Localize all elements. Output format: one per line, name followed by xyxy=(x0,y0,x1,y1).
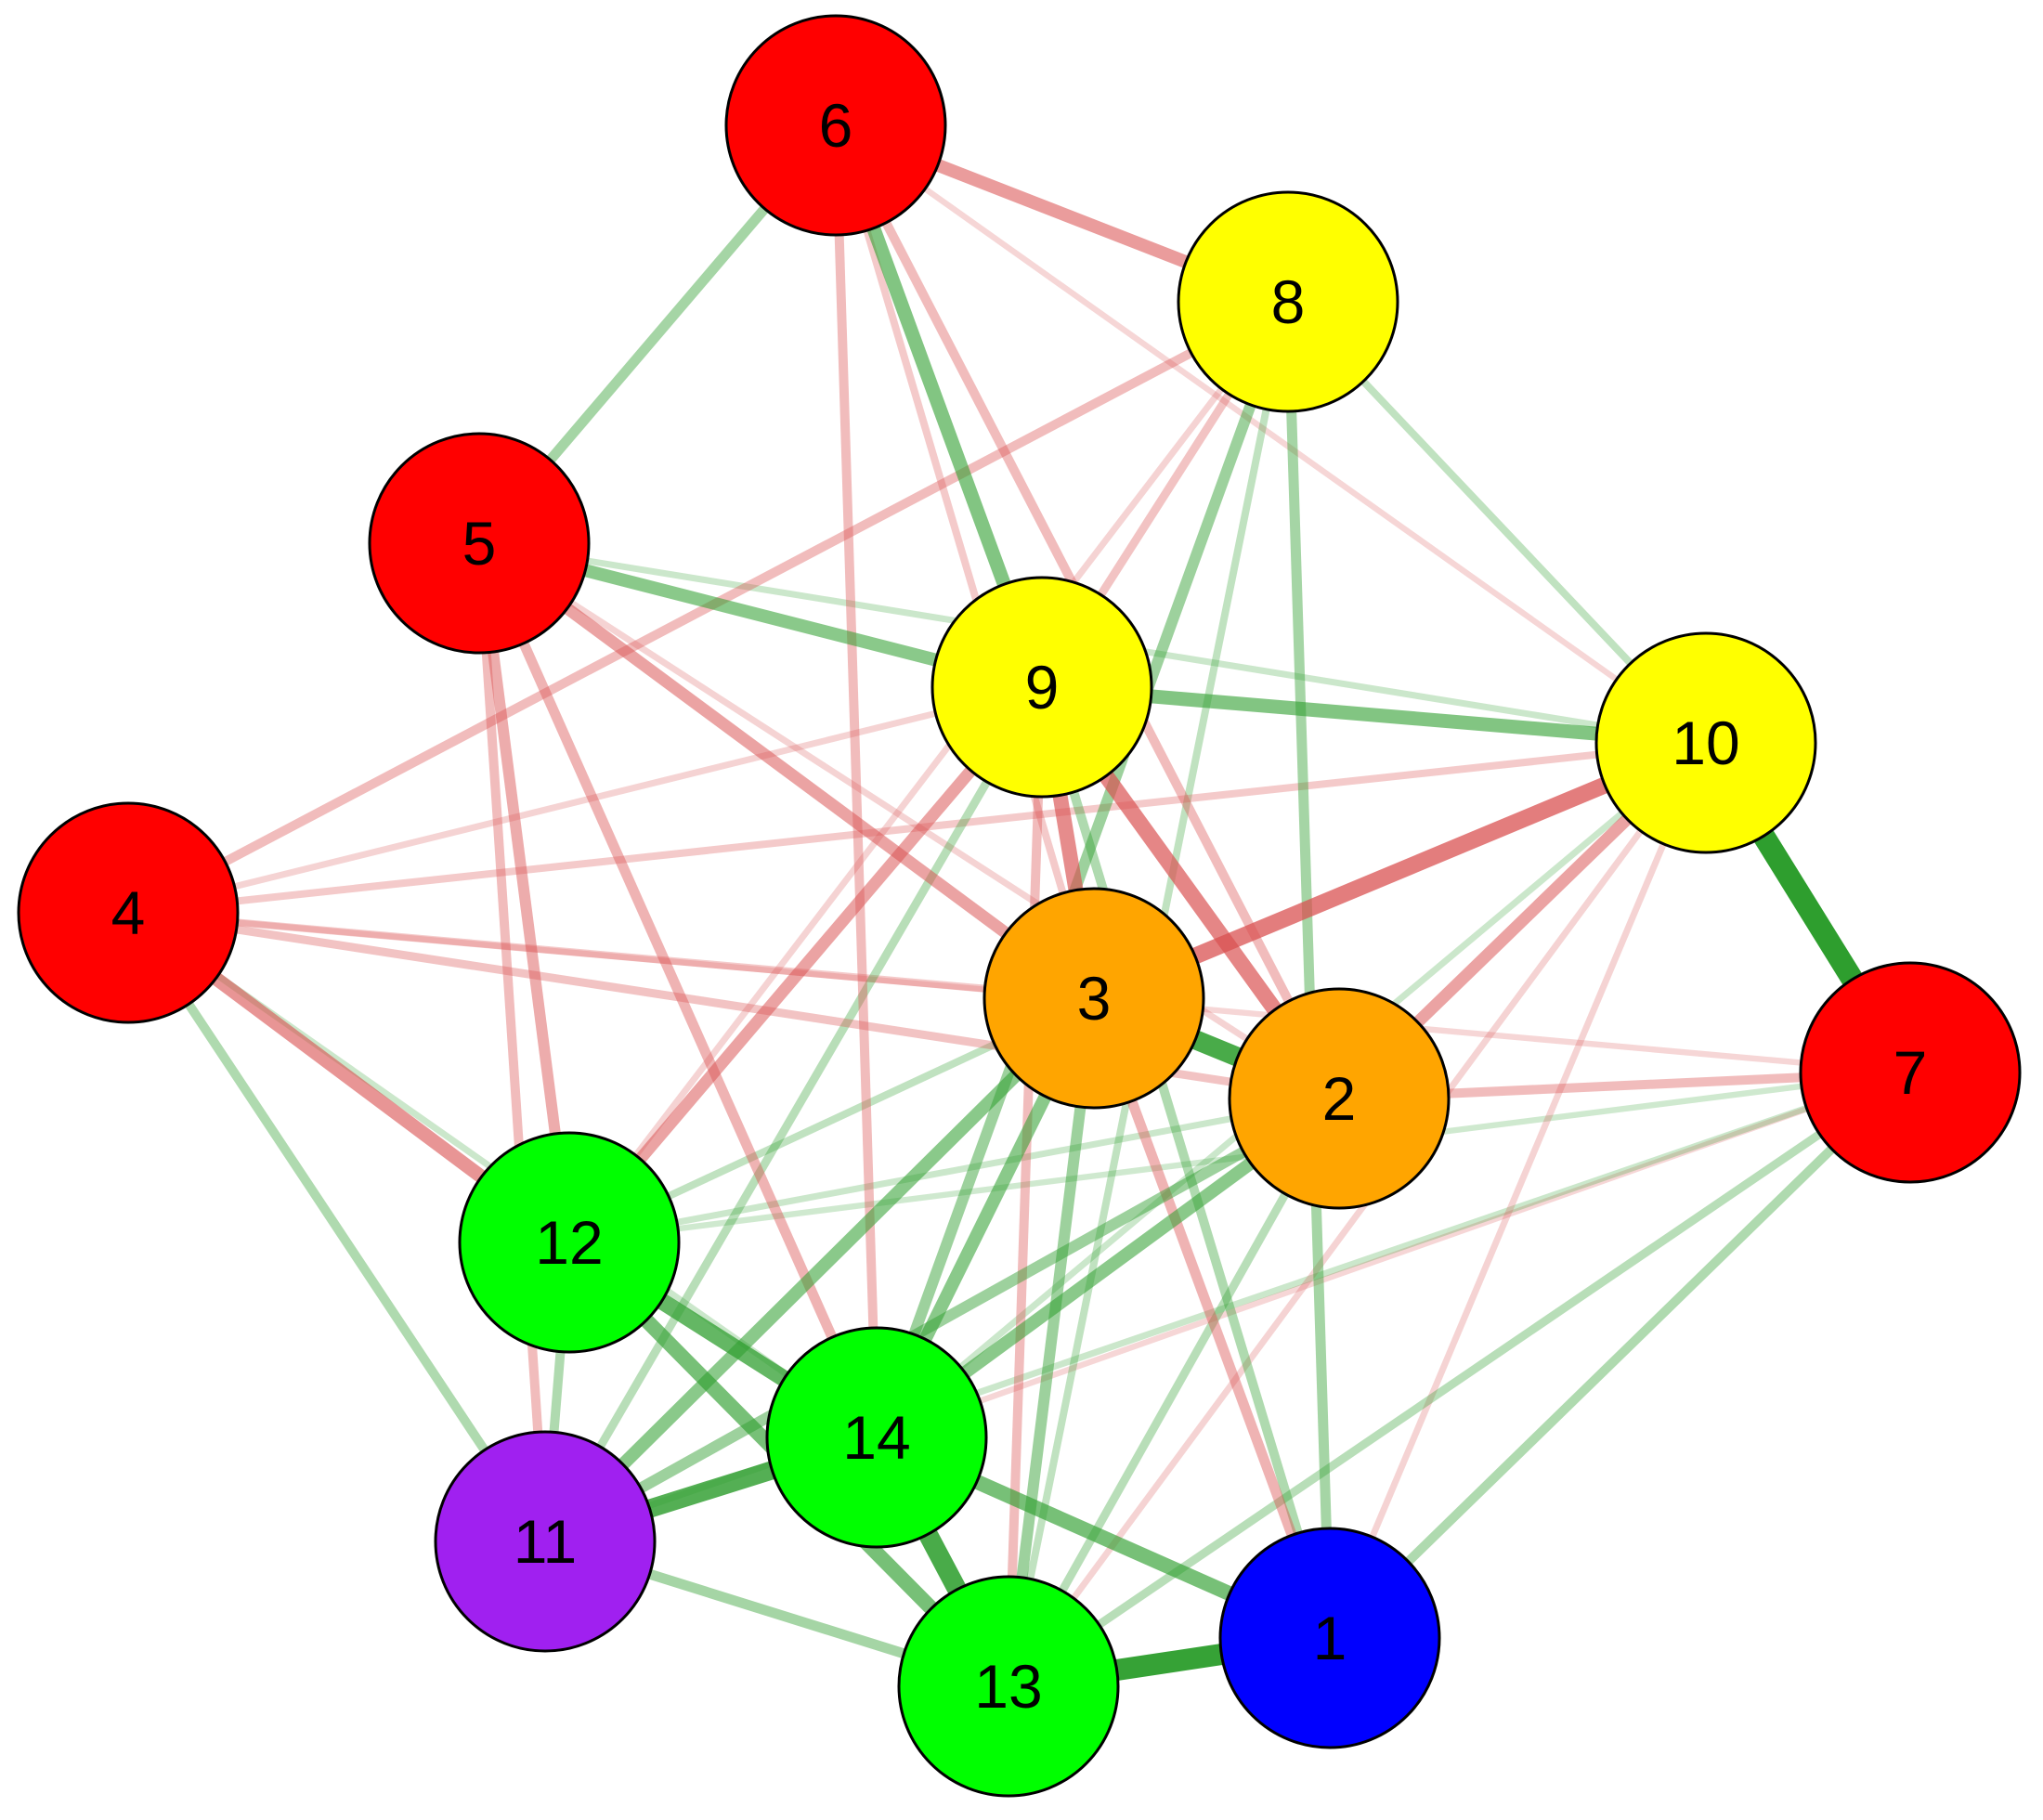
edge-7-1 xyxy=(1326,1069,1914,1642)
edge-9-12 xyxy=(565,682,1047,1247)
edge-5-14 xyxy=(474,540,882,1440)
edge-5-11 xyxy=(475,542,550,1542)
node-5: 5 xyxy=(368,432,591,655)
edge-7-12 xyxy=(568,1069,1911,1246)
node-label-10: 10 xyxy=(1672,708,1739,777)
node-circle-2 xyxy=(1228,987,1451,1210)
edge-9-11 xyxy=(541,684,1046,1544)
node-label-1: 1 xyxy=(1313,1604,1347,1672)
node-label-3: 3 xyxy=(1077,964,1112,1033)
node-10: 10 xyxy=(1594,631,1817,854)
node-label-8: 8 xyxy=(1271,267,1306,336)
edge-7-13 xyxy=(1006,1069,1913,1690)
node-2: 2 xyxy=(1228,987,1451,1210)
node-circle-6 xyxy=(724,14,947,237)
edge-6-3 xyxy=(832,124,1098,1000)
edge-9-10 xyxy=(1041,680,1707,750)
edge-11-2 xyxy=(542,1093,1342,1547)
node-9: 9 xyxy=(930,576,1153,799)
node-circle-10 xyxy=(1594,631,1817,854)
node-4: 4 xyxy=(17,801,240,1024)
node-circle-11 xyxy=(434,1430,657,1653)
edge-4-9 xyxy=(127,683,1043,916)
node-label-2: 2 xyxy=(1322,1064,1357,1133)
edge-4-3 xyxy=(127,909,1095,1002)
node-label-5: 5 xyxy=(462,509,497,578)
edge-6-10 xyxy=(834,123,1708,746)
edge-8-12 xyxy=(566,299,1291,1245)
node-circle-13 xyxy=(897,1575,1120,1798)
node-label-9: 9 xyxy=(1025,653,1060,722)
edge-5-3 xyxy=(475,538,1098,1004)
edge-11-3 xyxy=(540,994,1099,1546)
node-14: 14 xyxy=(765,1326,988,1549)
node-circle-12 xyxy=(458,1131,681,1354)
node-label-6: 6 xyxy=(819,91,853,160)
edge-2-13 xyxy=(1005,1096,1343,1689)
edge-3-1 xyxy=(1088,996,1335,1640)
node-label-11: 11 xyxy=(514,1507,578,1576)
node-label-13: 13 xyxy=(974,1652,1042,1721)
node-3: 3 xyxy=(982,887,1205,1110)
node-label-14: 14 xyxy=(842,1403,910,1472)
node-circle-1 xyxy=(1218,1527,1441,1749)
edge-8-1 xyxy=(1282,301,1335,1639)
edge-10-13 xyxy=(1006,740,1709,1689)
node-7: 7 xyxy=(1799,961,2022,1184)
edge-9-1 xyxy=(1037,685,1334,1640)
edge-8-14 xyxy=(871,299,1294,1440)
node-12: 12 xyxy=(458,1131,681,1354)
node-label-7: 7 xyxy=(1893,1038,1928,1107)
edges-layer xyxy=(124,119,1920,1697)
node-13: 13 xyxy=(897,1575,1120,1798)
node-circle-3 xyxy=(982,887,1205,1110)
node-circle-4 xyxy=(17,801,240,1024)
edge-7-14 xyxy=(875,1069,1912,1441)
edge-12-2 xyxy=(568,1095,1340,1246)
node-6: 6 xyxy=(724,14,947,237)
node-circle-5 xyxy=(368,432,591,655)
node-11: 11 xyxy=(434,1430,657,1653)
edge-5-12 xyxy=(474,542,575,1243)
node-circle-9 xyxy=(930,576,1153,799)
node-circle-14 xyxy=(765,1326,988,1549)
node-label-4: 4 xyxy=(111,878,146,947)
edge-9-13 xyxy=(1004,686,1047,1687)
node-1: 1 xyxy=(1218,1527,1441,1749)
edge-10-1 xyxy=(1326,741,1710,1640)
node-8: 8 xyxy=(1177,190,1399,413)
node-circle-7 xyxy=(1799,961,2022,1184)
edge-13-3 xyxy=(1003,997,1100,1687)
edge-4-11 xyxy=(124,910,550,1544)
node-label-12: 12 xyxy=(535,1208,603,1277)
node-circle-8 xyxy=(1177,190,1399,413)
